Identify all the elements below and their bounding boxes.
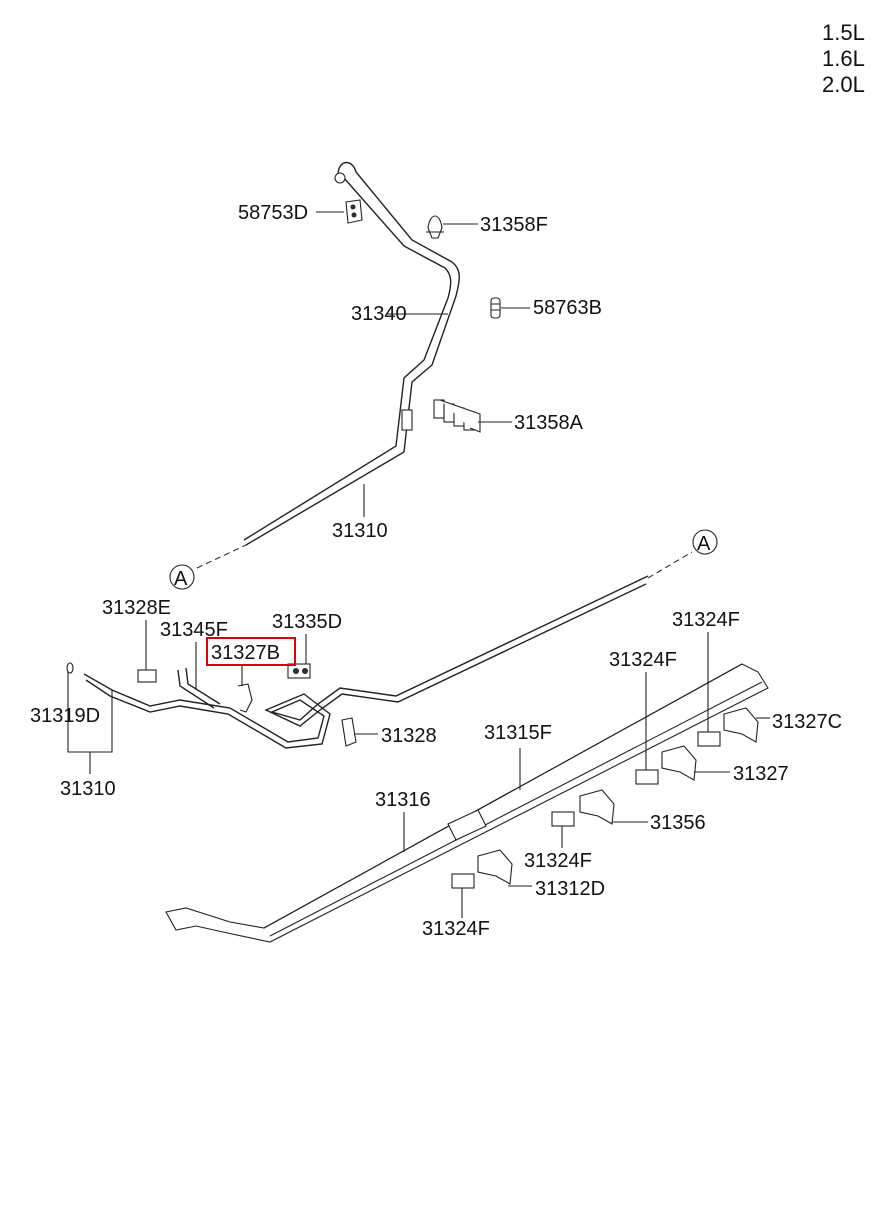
clip-31328E [137,669,157,683]
label-31315F: 31315F [484,722,552,744]
label-31345F: 31345F [160,619,228,641]
label-31328E: 31328E [102,597,171,619]
fuel-line-upper [243,161,460,546]
svg-text:A: A [174,568,188,590]
label-31327C: 31327C [772,711,842,733]
clip-58753D [345,199,363,224]
clip-31358A [433,399,481,433]
label-31327: 31327 [733,763,789,785]
clip-31335D [287,663,311,679]
label-31310-upper: 31310 [332,520,388,542]
clip-31358F [426,215,444,239]
label-31327B: 31327B [211,642,280,664]
highlighted-part-31327B[interactable]: 31327B [206,637,296,666]
reference-a-left: A [169,564,195,590]
clip-31327B [237,683,253,713]
clip-31324F-c [551,811,575,827]
reference-a-right: A [692,529,718,555]
clip-31324F-a [697,731,721,747]
label-31312D: 31312D [535,878,605,900]
bracket-31312D [477,849,513,885]
label-58753D: 58753D [238,202,308,224]
label-31358A: 31358A [514,412,584,434]
label-31316: 31316 [375,789,431,811]
label-31340: 31340 [351,303,407,325]
bracket-31327C [723,707,759,743]
clip-31324F-d [451,873,475,889]
label-31328: 31328 [381,725,437,747]
clip-31324F-b [635,769,659,785]
label-31356: 31356 [650,812,706,834]
fuel-line-lower [66,551,693,749]
label-31310-lower: 31310 [60,778,116,800]
bracket-31356 [579,789,615,825]
label-31319D: 31319D [30,705,100,727]
bracket-31327 [661,745,697,781]
engine-variant-3: 2.0L [822,72,865,97]
chassis-rail [165,663,769,943]
clip-58763B [490,297,501,319]
label-31324F-d: 31324F [422,918,490,940]
label-31335D: 31335D [272,611,342,633]
clip-31328 [341,717,357,747]
label-31324F-b: 31324F [609,649,677,671]
label-31358F: 31358F [480,214,548,236]
label-58763B: 58763B [533,297,602,319]
label-31324F-a: 31324F [672,609,740,631]
engine-variant-1: 1.5L [822,20,865,45]
label-31324F-c: 31324F [524,850,592,872]
svg-text:A: A [697,533,711,555]
engine-variant-2: 1.6L [822,46,865,71]
